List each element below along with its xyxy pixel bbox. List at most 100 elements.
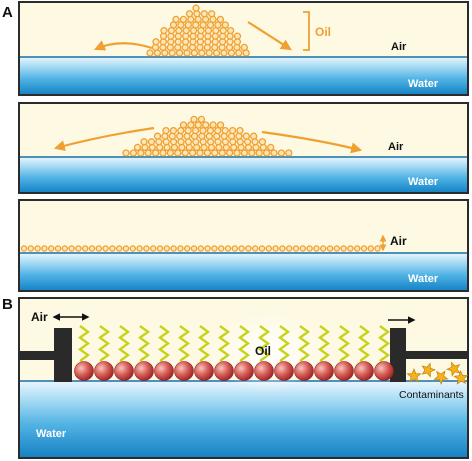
oil-droplet: [54, 245, 62, 252]
oil-droplet: [245, 245, 252, 252]
oil-droplet: [88, 245, 96, 252]
oil-droplet: [196, 149, 204, 157]
contaminant-star: [453, 370, 469, 385]
surfactant-tail: [237, 325, 251, 362]
oil-droplet: [34, 245, 41, 252]
surfactant-head: [174, 361, 194, 381]
oil-droplet: [140, 138, 148, 146]
oil-droplet: [188, 149, 197, 157]
oil-droplet: [279, 245, 286, 252]
oil-droplet: [299, 245, 307, 252]
oil-droplet: [228, 126, 237, 135]
contaminant-star: [421, 362, 436, 378]
oil-droplet: [185, 10, 194, 18]
surfactant-head: [274, 361, 294, 381]
surfactant-head: [254, 361, 274, 381]
oil-droplet: [137, 149, 145, 157]
oil-droplet: [183, 245, 191, 252]
oil-droplet: [149, 245, 157, 252]
oil-droplet: [177, 245, 184, 252]
surfactant-head: [114, 361, 134, 381]
step1-oil-drops: [146, 4, 250, 57]
oil-droplet: [225, 149, 234, 157]
surfactant-head: [194, 361, 214, 381]
surfactant-head: [354, 361, 374, 381]
oil-droplet: [109, 245, 116, 252]
oil-droplet: [206, 126, 215, 135]
oil-droplet: [221, 21, 229, 29]
oil-droplet: [47, 245, 55, 252]
oil-droplet: [156, 245, 164, 252]
oil-droplet: [240, 43, 248, 52]
oil-droplet: [258, 245, 266, 252]
oil-droplet: [187, 121, 195, 129]
surfactant-head: [154, 361, 174, 381]
surfactant-head: [314, 361, 334, 381]
oil-droplet: [333, 245, 341, 252]
oil-droplet: [166, 149, 175, 157]
oil-droplet: [306, 245, 313, 252]
oil-droplet: [179, 15, 188, 24]
panel-b: Air Oil Contaminants Water: [18, 297, 469, 459]
surfactant-head: [134, 361, 154, 381]
oil-droplet: [319, 245, 327, 252]
step3-water-label: Water: [408, 273, 439, 285]
left-barrier-plate: [54, 328, 72, 382]
oil-droplet: [146, 49, 154, 57]
oil-droplet: [163, 245, 171, 252]
surfactant-tail: [197, 325, 211, 362]
step1-arrow-left: [93, 40, 153, 51]
oil-droplet: [214, 126, 222, 135]
oil-droplet: [267, 143, 275, 152]
panel-b-contaminants-label: Contaminants: [399, 389, 464, 401]
oil-droplet: [95, 245, 103, 252]
oil-droplet: [250, 132, 258, 140]
surfactant-head: [374, 361, 394, 381]
oil-droplet: [248, 149, 256, 157]
panel-a-label: A: [2, 4, 13, 21]
oil-droplet: [277, 149, 286, 157]
oil-droplet: [169, 126, 178, 135]
oil-droplet: [255, 149, 263, 157]
oil-droplet: [81, 245, 89, 252]
right-barrier: [390, 328, 467, 382]
oil-droplet: [226, 26, 235, 35]
oil-droplet: [122, 245, 130, 252]
oil-droplet: [153, 132, 162, 140]
surfactant-tail: [277, 325, 291, 362]
oil-droplet: [340, 245, 347, 252]
panel-b-label: B: [2, 296, 13, 313]
oil-droplet: [211, 149, 219, 157]
surfactant-tail: [157, 325, 171, 362]
step2-water-label: Water: [408, 176, 439, 188]
oil-droplet: [233, 149, 241, 157]
step1-oil-label: Oil: [315, 25, 331, 39]
oil-droplet: [194, 121, 202, 129]
surfactant-head: [294, 361, 314, 381]
contaminant-star: [406, 368, 422, 383]
oil-droplet: [159, 149, 167, 157]
oil-droplet: [102, 245, 109, 252]
oil-droplet: [218, 149, 226, 157]
oil-droplet: [192, 4, 200, 12]
oil-droplet: [374, 245, 381, 252]
oil-droplet: [258, 138, 267, 146]
oil-droplet: [68, 245, 75, 252]
surfactant-tail: [357, 325, 371, 362]
contaminant-star: [446, 361, 461, 377]
panel-a-step3: Air Water: [18, 199, 469, 292]
surfactant-tail: [257, 325, 271, 362]
surfactant-tail: [297, 325, 311, 362]
step2-arrow-left: [53, 126, 155, 151]
step3-air-label: Air: [390, 234, 407, 248]
oil-droplet: [292, 245, 300, 252]
oil-droplet: [177, 126, 185, 135]
oil-droplet: [224, 245, 232, 252]
oil-droplet: [209, 121, 217, 129]
oil-droplet: [184, 126, 192, 135]
panel-a-step2: Air Water: [18, 102, 469, 194]
oil-droplet: [238, 245, 245, 252]
surfactant-tail: [317, 325, 331, 362]
surfactant-tail: [177, 325, 191, 362]
